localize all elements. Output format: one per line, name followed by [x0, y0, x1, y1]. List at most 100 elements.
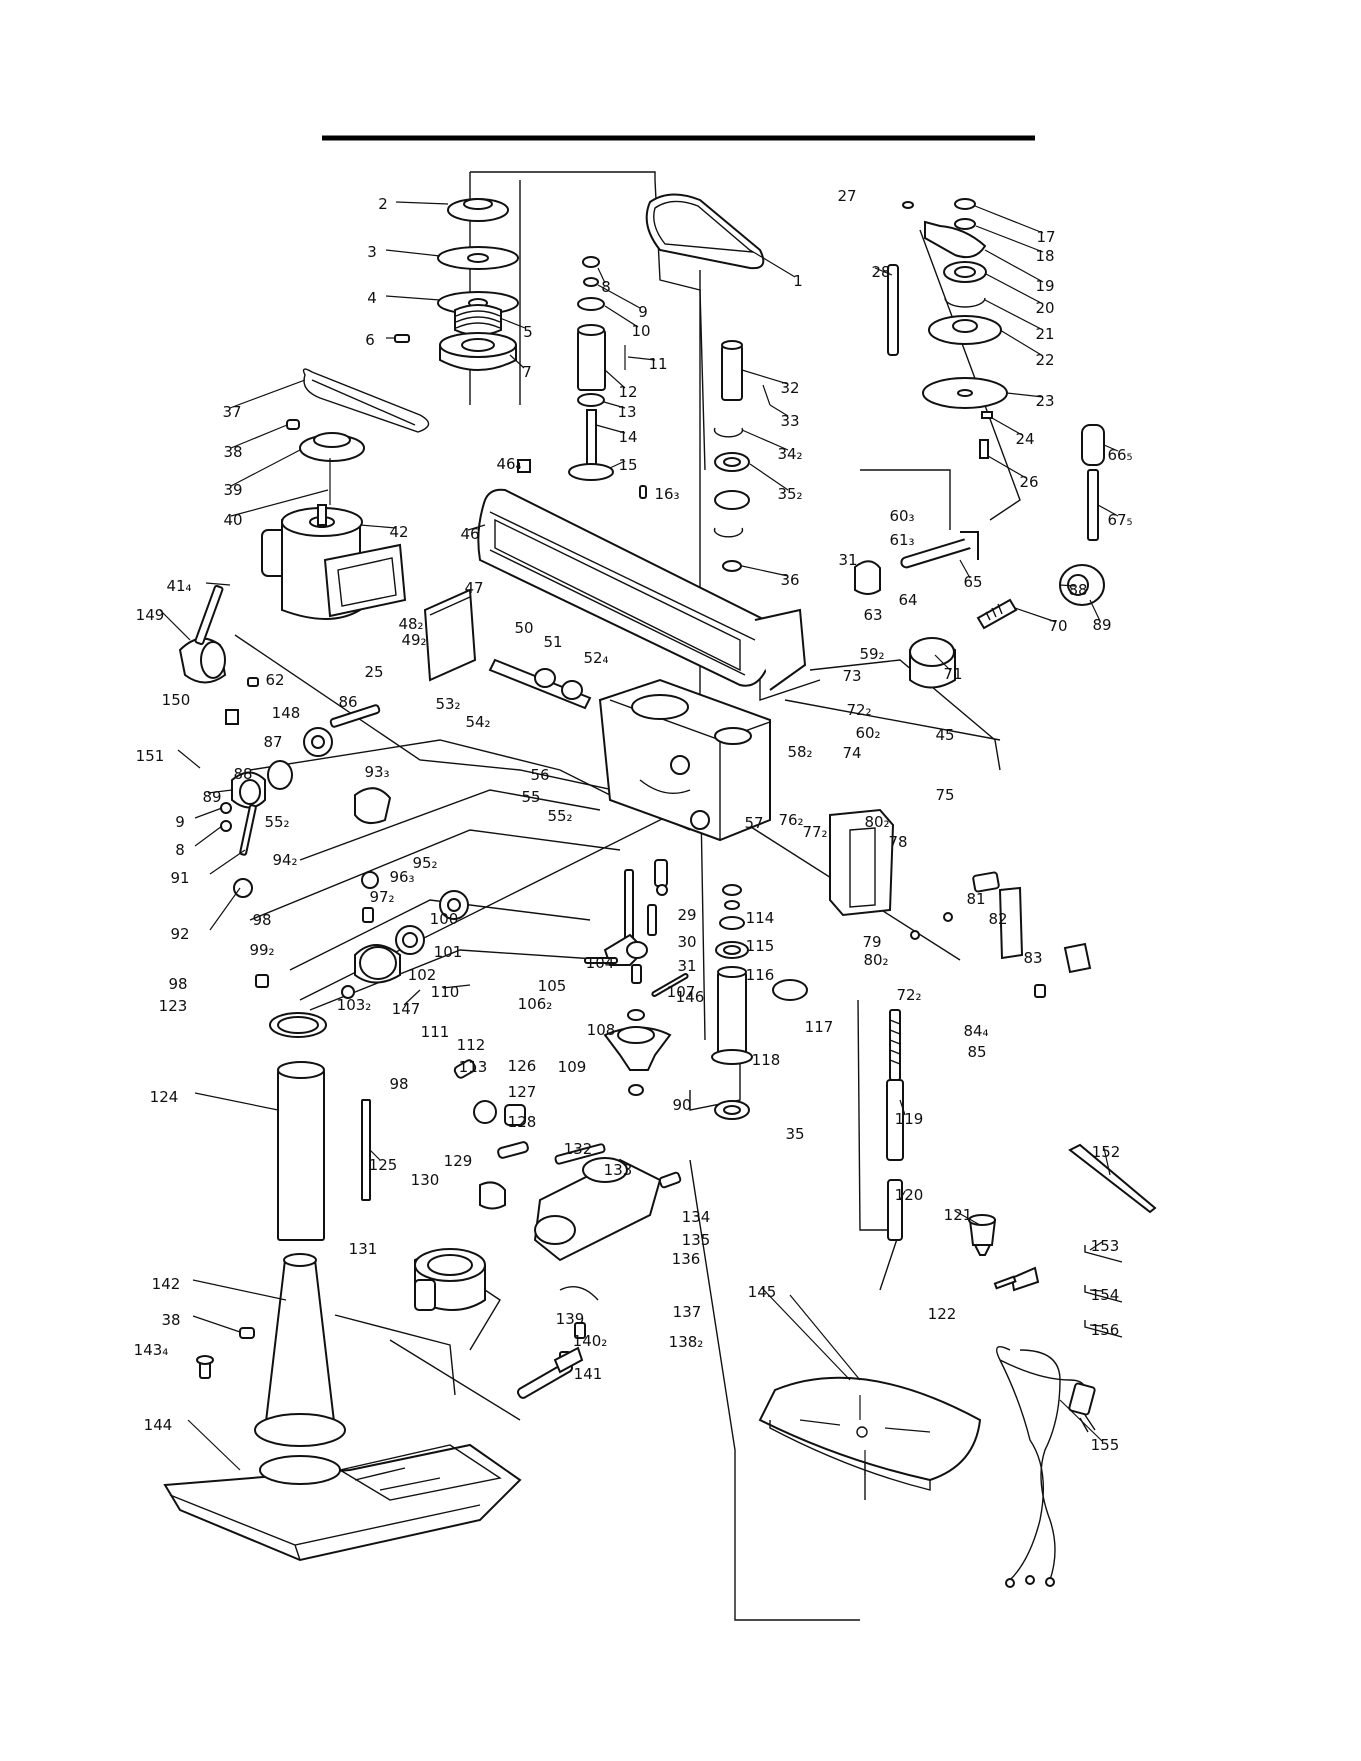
part-label: 1	[793, 272, 803, 290]
belt-37	[302, 368, 430, 433]
part-label: 144	[144, 1416, 173, 1434]
part-label: 9	[638, 303, 648, 321]
part-label: 150	[162, 691, 191, 709]
part-label: 148	[272, 704, 301, 722]
part-label: 2	[378, 195, 388, 213]
wrench-156	[1084, 1320, 1123, 1338]
part-label: 116	[746, 966, 775, 984]
part-label: 96₃	[389, 868, 414, 886]
part-label: 145	[748, 1283, 777, 1301]
part-label: 153	[1091, 1237, 1120, 1255]
pulley-stack	[394, 198, 519, 371]
part-label: 94₂	[272, 851, 297, 869]
head-casting-57	[598, 678, 771, 842]
part-label: 91	[170, 869, 189, 887]
part-label: 114	[746, 909, 775, 927]
part-label: 32	[780, 379, 799, 397]
part-label: 152	[1092, 1143, 1121, 1161]
part-label: 129	[444, 1152, 473, 1170]
part-label: 42	[389, 523, 408, 541]
part-label: 8	[601, 278, 611, 296]
depth-stop	[341, 871, 469, 999]
part-label: 41₄	[166, 577, 191, 595]
part-label: 74	[842, 744, 861, 762]
part-label: 89	[202, 788, 221, 806]
part-labels: 2345678910111213141516₃12717181920212223…	[134, 187, 1133, 1454]
part-label: 154	[1091, 1286, 1120, 1304]
part-label: 72₂	[846, 701, 871, 719]
part-label: 92	[170, 925, 189, 943]
part-label: 149	[136, 606, 165, 624]
spindle-chuck	[886, 1009, 1040, 1292]
part-label: 49₂	[401, 631, 426, 649]
leader-lines	[159, 201, 1119, 1471]
part-label: 127	[508, 1083, 537, 1101]
part-label: 146	[676, 988, 705, 1006]
part-label: 71	[943, 665, 962, 683]
part-label: 38	[161, 1311, 180, 1329]
part-label: 107	[667, 983, 696, 1001]
part-label: 76₂	[778, 811, 803, 829]
part-label: 33	[780, 412, 799, 430]
part-label: 80₂	[863, 951, 888, 969]
part-label: 35	[785, 1125, 804, 1143]
feed-handles	[854, 424, 1105, 689]
part-label: 26	[1019, 473, 1038, 491]
part-label: 78	[888, 833, 907, 851]
motor-pulley-parts	[887, 198, 1008, 459]
part-label: 156	[1091, 1321, 1120, 1339]
part-label: 103₂	[337, 996, 372, 1014]
part-label: 18	[1035, 247, 1054, 265]
part-label: 53₂	[435, 695, 460, 713]
part-label: 31	[838, 551, 857, 569]
depth-assembly-149	[178, 585, 259, 725]
part-label: 81	[966, 890, 985, 908]
part-label: 19	[1035, 277, 1054, 295]
part-label: 113	[459, 1058, 488, 1076]
quill-parts	[713, 340, 771, 572]
part-label: 46₄	[496, 455, 521, 473]
part-label: 97₂	[369, 888, 394, 906]
part-label: 124	[150, 1088, 179, 1106]
part-label: 132	[564, 1140, 593, 1158]
part-label: 111	[421, 1023, 450, 1041]
belt-cover-46	[477, 459, 807, 691]
part-label: 54₂	[465, 713, 490, 731]
part-label: 27	[837, 187, 856, 205]
table-arm	[414, 1059, 682, 1399]
part-label: 121	[944, 1206, 973, 1224]
part-label: 106₂	[518, 995, 553, 1013]
part-label: 14	[618, 428, 637, 446]
column	[255, 974, 371, 1241]
part-label: 36	[780, 571, 799, 589]
part-label: 141	[574, 1365, 603, 1383]
part-label: 7	[522, 363, 532, 381]
part-label: 80₂	[864, 813, 889, 831]
part-label: 17	[1036, 228, 1055, 246]
part-label: 58₂	[787, 743, 812, 761]
part-label: 72₂	[896, 986, 921, 1004]
part-label: 35₂	[777, 485, 802, 503]
work-table-145	[758, 1376, 982, 1491]
part-label: 112	[457, 1036, 486, 1054]
motor-42	[261, 504, 407, 620]
power-cord-155	[996, 1346, 1096, 1588]
part-label: 9	[175, 813, 185, 831]
part-label: 65	[963, 573, 982, 591]
part-label: 10	[631, 322, 650, 340]
part-label: 75	[935, 786, 954, 804]
part-label: 99₂	[249, 941, 274, 959]
part-label: 134	[682, 1208, 711, 1226]
part-label: 38	[223, 443, 242, 461]
part-label: 142	[152, 1275, 181, 1293]
part-label: 82	[988, 910, 1007, 928]
switch-parts	[829, 808, 1092, 998]
part-label: 122	[928, 1305, 957, 1323]
part-label: 55₂	[264, 813, 289, 831]
part-label: 13	[617, 403, 636, 421]
part-label: 12	[618, 383, 637, 401]
part-label: 51	[543, 633, 562, 651]
part-label: 83	[1023, 949, 1042, 967]
part-label: 34₂	[777, 445, 802, 463]
part-label: 8	[175, 841, 185, 859]
